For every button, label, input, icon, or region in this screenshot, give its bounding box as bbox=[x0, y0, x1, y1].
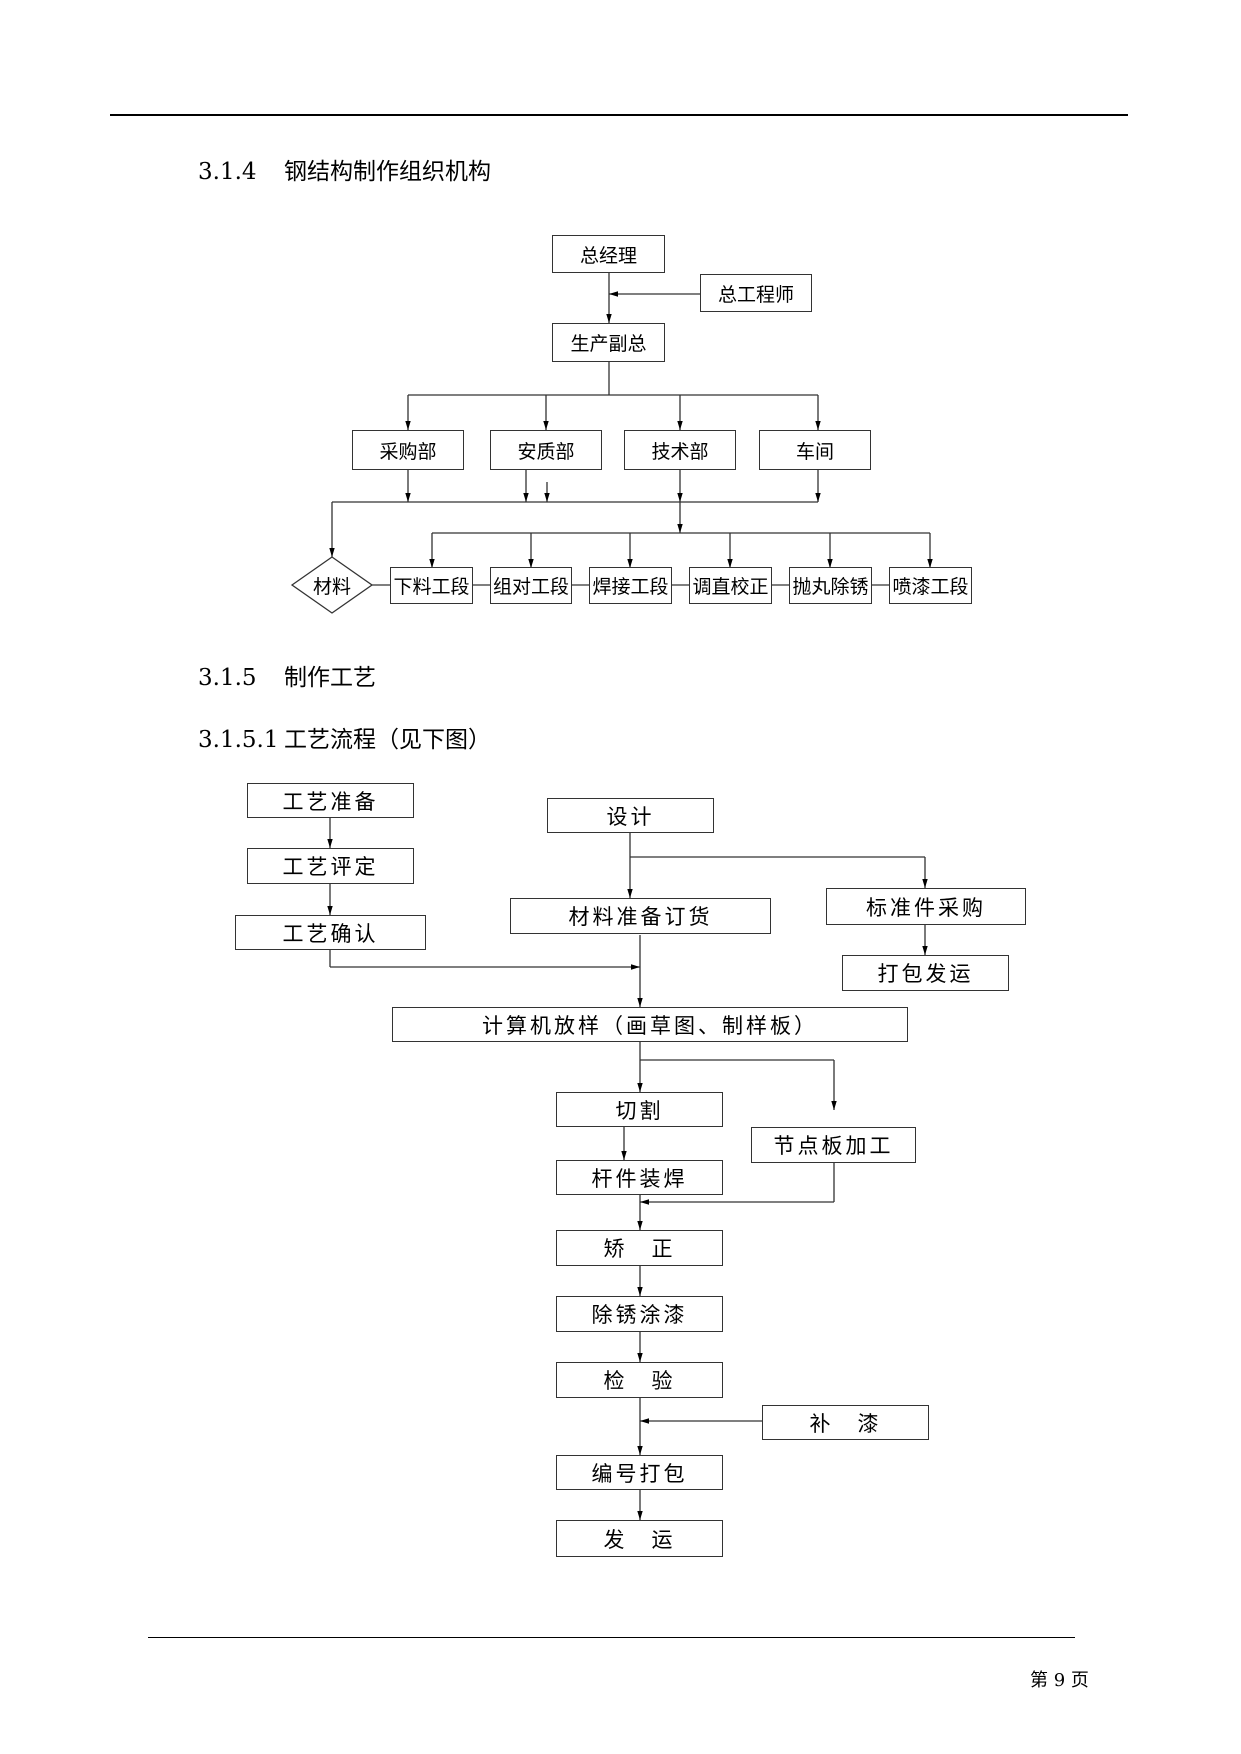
box-member-weld: 杆件装焊 bbox=[556, 1160, 723, 1195]
footer-rule bbox=[148, 1637, 1075, 1638]
box-section-painting: 喷漆工段 bbox=[889, 567, 972, 604]
box-dept-procurement: 采购部 bbox=[352, 430, 464, 470]
box-process-confirm: 工艺确认 bbox=[235, 915, 426, 950]
box-lofting: 计算机放样（画草图、制样板） bbox=[392, 1007, 908, 1042]
heading-title: 制作工艺 bbox=[284, 665, 376, 691]
box-cutting: 切割 bbox=[556, 1092, 723, 1127]
box-gusset: 节点板加工 bbox=[751, 1127, 916, 1163]
box-section-shot-blasting: 抛丸除锈 bbox=[789, 567, 872, 604]
box-deputy-production: 生产副总 bbox=[552, 323, 665, 362]
header-rule bbox=[110, 114, 1128, 116]
heading-title: 钢结构制作组织机构 bbox=[284, 159, 491, 185]
heading-title: 工艺流程（见下图） bbox=[284, 727, 491, 753]
box-ship: 发 运 bbox=[556, 1520, 723, 1557]
box-number-pack: 编号打包 bbox=[556, 1455, 723, 1490]
box-process-prep: 工艺准备 bbox=[247, 783, 414, 818]
box-chief-engineer: 总工程师 bbox=[700, 274, 812, 312]
box-process-eval: 工艺评定 bbox=[247, 848, 414, 884]
box-material-order: 材料准备订货 bbox=[510, 898, 771, 934]
box-design: 设计 bbox=[547, 798, 714, 833]
box-dept-technical: 技术部 bbox=[624, 430, 736, 470]
box-derust-paint: 除锈涂漆 bbox=[556, 1296, 723, 1332]
box-section-straightening: 调直校正 bbox=[689, 567, 772, 604]
box-inspect: 检 验 bbox=[556, 1362, 723, 1398]
heading-number: 3.1.4 bbox=[198, 159, 257, 185]
heading-number: 3.1.5 bbox=[198, 665, 257, 691]
box-section-assembly: 组对工段 bbox=[490, 567, 572, 604]
box-dept-safety-quality: 安质部 bbox=[490, 430, 602, 470]
box-section-welding: 焊接工段 bbox=[589, 567, 672, 604]
heading-number: 3.1.5.1 bbox=[198, 727, 279, 753]
box-section-cutting: 下料工段 bbox=[390, 567, 473, 604]
diamond-material: 材料 bbox=[312, 575, 351, 598]
box-dept-workshop: 车间 bbox=[759, 430, 871, 470]
box-pack-ship-std: 打包发运 bbox=[842, 955, 1009, 991]
box-general-manager: 总经理 bbox=[552, 235, 665, 273]
box-std-purchase: 标准件采购 bbox=[826, 888, 1026, 925]
box-touchup: 补 漆 bbox=[762, 1405, 929, 1440]
box-straighten: 矫 正 bbox=[556, 1230, 723, 1266]
heading-3-1-4: 3.1.4 钢结构制作组织机构 bbox=[198, 152, 491, 186]
heading-3-1-5: 3.1.5 制作工艺 bbox=[198, 658, 376, 692]
page-number: 第 9 页 bbox=[1030, 1670, 1089, 1691]
